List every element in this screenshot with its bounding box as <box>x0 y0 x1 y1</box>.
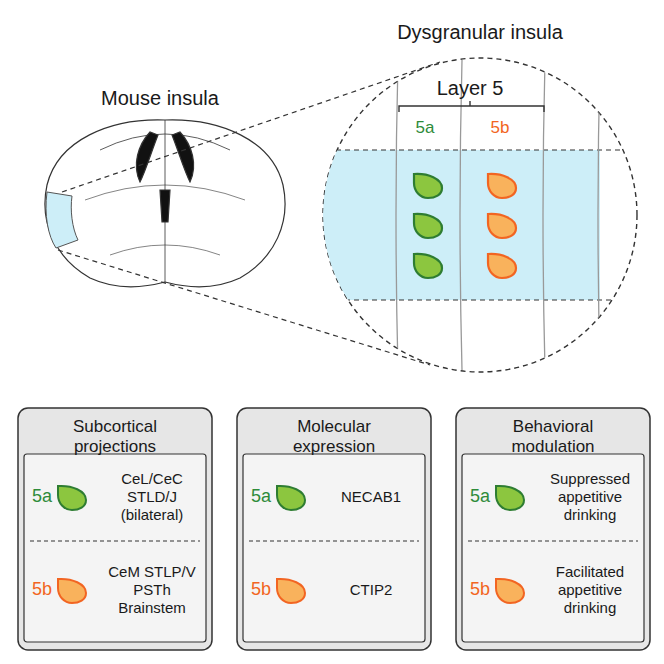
sublayer-label: 5b <box>27 579 57 601</box>
panel-entry: CTIP2 <box>325 581 417 599</box>
sublayer-label: 5b <box>480 118 520 138</box>
panel-entry: CeM STLP/V PSTh Brainstem <box>106 563 198 617</box>
zoom-circle: Dysgranular insulaLayer 55a5b <box>323 58 637 372</box>
sublayer-label: 5b <box>246 579 276 601</box>
neurons-5a <box>414 174 442 278</box>
panel-entry: Facilitated appetitive drinking <box>544 563 636 617</box>
sublayer-label: 5b <box>465 579 495 601</box>
summary-panel: Behavioral modulation 5a Suppressed appeti… <box>456 408 650 650</box>
panel-entry: Suppressed appetitive drinking <box>544 470 636 524</box>
sublayer-label: 5a <box>405 118 445 138</box>
panel-frames <box>18 408 650 650</box>
layer-label: Layer 5 <box>410 76 530 100</box>
panel-heading: Subcortical projections <box>35 417 195 458</box>
region-title: Dysgranular insula <box>340 20 620 44</box>
neurons-5b <box>488 174 516 278</box>
figure-label: Mouse insula <box>60 86 260 110</box>
sublayer-label: 5a <box>27 486 57 508</box>
cortex-band <box>318 60 645 370</box>
sublayer-label: 5a <box>465 486 495 508</box>
summary-panel: Subcortical projections 5a CeL/CeC STLD/J … <box>18 408 212 650</box>
layer-bracket <box>399 101 544 112</box>
panel-entry: CeL/CeC STLD/J (bilateral) <box>106 470 198 524</box>
panel-heading: Behavioral modulation <box>473 417 633 458</box>
panel-heading: Molecular expression <box>254 417 414 458</box>
summary-panel: Molecular expression 5a NECAB1 5b CTIP2 <box>237 408 431 650</box>
brain-section <box>45 120 285 287</box>
sublayer-label: 5a <box>246 486 276 508</box>
panel-entry: NECAB1 <box>325 488 417 506</box>
